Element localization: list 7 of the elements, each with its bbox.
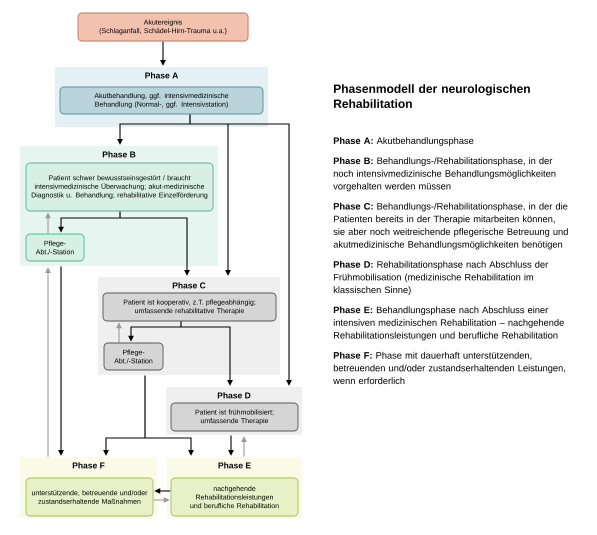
description-text: Phase A: Akutbehandlungsphase	[334, 137, 474, 146]
description-text: Phase D: Rehabilitationsphase nach Abschluss der Frühmobilisation (medizinische Rehabilitation im klassischen Sinne)	[334, 260, 548, 295]
description-text: Phase E: Behandlungsphase nach Abschluss einer intensiven medizinischen Rehabilitation – nachgehende Rehabilitationsleistungen und berufliche Rehabilitation	[334, 306, 564, 340]
description-text: Phase C: Behandlungs-/Rehabilitationsphase, in der die Patienten bereits in der Therapie mitarbeiten können, sie aber noch weitreichende pflegerische Betreuung und akutmedizinische Behandlungsmöglichkeiten benötigen	[333, 202, 568, 250]
description-text: Phase F: Phase mit dauerhaft unterstützenden, betreuenden und/oder zustandserhaltenden Leistungen, wenn erforderlich	[333, 352, 565, 384]
description-text: Phase B: Behandlungs-/Rehabilitationsphase, in der noch intensivmedizinische Behandlungsmöglichkeiten vorgehalten werden müssen	[333, 157, 556, 192]
heading: Phasenmodell der neurologischen Rehabilitation	[334, 84, 530, 108]
